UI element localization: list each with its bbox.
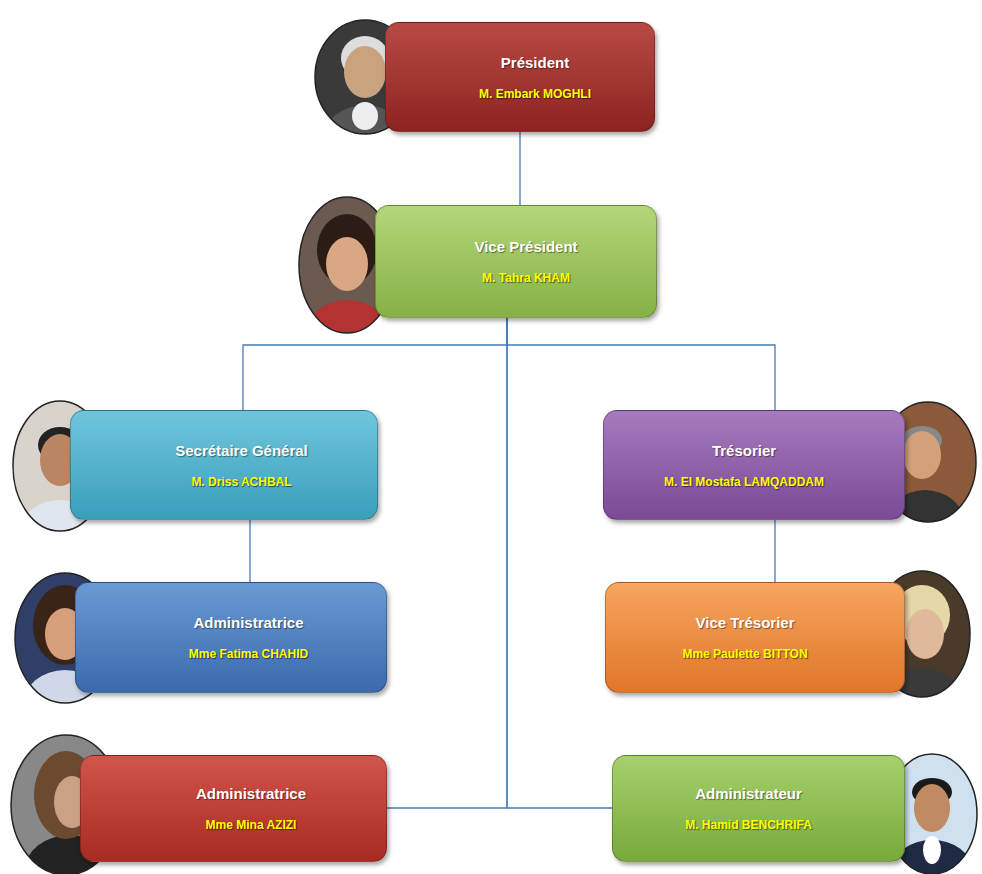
connector — [243, 318, 507, 410]
org-box: Vice TrésorierMme Paulette BITTON — [605, 582, 905, 693]
role-title: Administrateur — [695, 785, 802, 802]
person-name: M. Embark MOGHLI — [479, 87, 591, 101]
person-name: Mme Mina AZIZI — [206, 818, 297, 832]
connector — [774, 520, 775, 582]
connector — [249, 520, 250, 582]
org-box: Administrateur M. Hamid BENCHRIFA — [612, 755, 905, 862]
person-name: Mme Paulette BITTON — [682, 647, 807, 661]
role-title: Administratrice — [196, 785, 306, 802]
role-title: Président — [501, 54, 569, 71]
person-name: M. Tahra KHAM — [482, 271, 570, 285]
person-name: Mme Fatima CHAHID — [189, 647, 308, 661]
person-name: M. Driss ACHBAL — [191, 475, 291, 489]
org-box: AdministratriceMme Fatima CHAHID — [75, 582, 387, 693]
portrait-frame — [11, 20, 977, 874]
role-title: Administratrice — [193, 614, 303, 631]
org-box: Trésorier M. El Mostafa LAMQADDAM — [603, 410, 905, 520]
org-box: Président M. Embark MOGHLI — [385, 22, 655, 132]
person-name: M. Hamid BENCHRIFA — [685, 818, 812, 832]
person-name: M. El Mostafa LAMQADDAM — [664, 475, 824, 489]
connector — [507, 318, 775, 410]
org-box: Vice Président M. Tahra KHAM — [375, 205, 657, 318]
role-title: Trésorier — [712, 442, 776, 459]
connector — [519, 132, 520, 205]
connector — [387, 318, 507, 808]
role-title: Vice Président — [474, 238, 577, 255]
org-box: AdministratriceMme Mina AZIZI — [80, 755, 387, 862]
role-title: Secrétaire Général — [175, 442, 308, 459]
connector — [507, 318, 612, 808]
role-title: Vice Trésorier — [696, 614, 795, 631]
org-box: Secrétaire Général M. Driss ACHBAL — [70, 410, 378, 520]
